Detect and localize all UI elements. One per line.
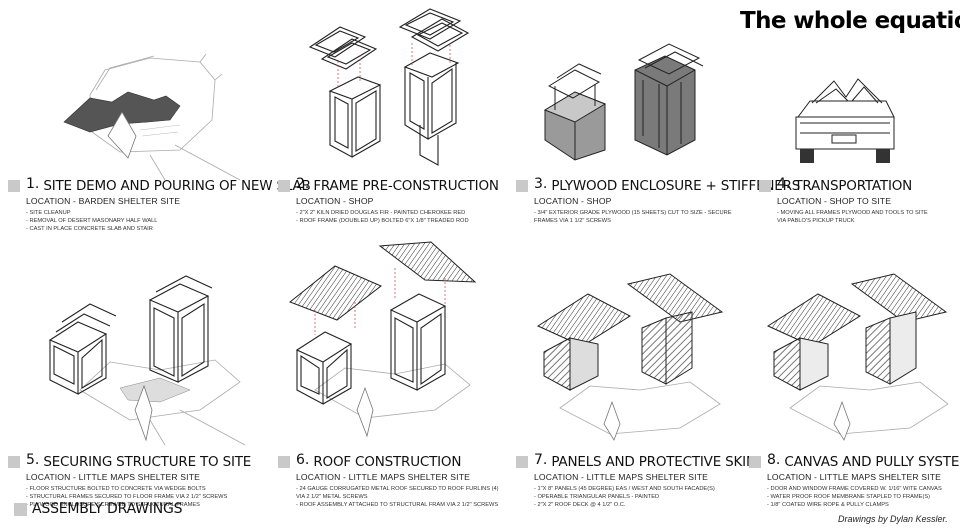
step-note: - 24 GAUGE CORRUGATED METAL ROOF SECURED… xyxy=(296,486,499,492)
site-demo-drawing xyxy=(63,53,241,181)
step-note: - 1"x 8" PANELS (45 DEGREE) EAS / WEST A… xyxy=(534,486,715,492)
drawing-credit: Drawings by Dylan Kessler. xyxy=(838,514,948,524)
step-note: - 2"x 2" ROOF DECK @ 4 1/2" O.C. xyxy=(534,502,626,509)
step-note: - 3/4" EXTERIOR GRADE PLYWOOD (15 SHEETS… xyxy=(534,210,732,216)
step-marker xyxy=(749,456,761,468)
assembly-drawings-label: ASSEMBLY DRAWINGS xyxy=(14,501,183,517)
step-number: 2. xyxy=(296,176,310,192)
step-notes: - SITE CLEANUP - REMOVAL OF DESERT MASON… xyxy=(26,209,240,234)
step-4: 4. TRANSPORTATION LOCATION - SHOP TO SIT… xyxy=(759,176,954,225)
step-note: VIA 2 1/2" METAL SCREWS xyxy=(296,494,368,501)
step-number: 4. xyxy=(777,176,791,192)
step-notes: - DOOR AND WINDOW FRAME COVERED W. 1/16"… xyxy=(767,485,954,510)
step-note: - OPERABLE TRIANGULAR PANELS - PAINTED xyxy=(534,494,660,501)
step-2: 2. FRAME PRE-CONSTRUCTION LOCATION - SHO… xyxy=(278,176,510,225)
footer-marker xyxy=(14,502,27,516)
step-notes: - 2"x 2" KILN DRIED DOUGLAS FIR - PAINTE… xyxy=(296,209,510,225)
step-note: - WATER PROOF ROOF MEMBRANE STAPLED TO F… xyxy=(767,494,931,501)
step-note: - DOOR AND WINDOW FRAME COVERED W. 1/16"… xyxy=(767,486,942,492)
roof-construction-drawing xyxy=(289,241,477,438)
step-title: ROOF CONSTRUCTION xyxy=(313,454,462,470)
step-notes: - 3/4" EXTERIOR GRADE PLYWOOD (15 SHEETS… xyxy=(534,209,748,225)
step-location: LOCATION - SHOP TO SITE xyxy=(777,196,892,206)
step-number: 1. xyxy=(26,176,40,192)
step-location: LOCATION - LITTLE MAPS SHELTER SITE xyxy=(534,472,708,482)
page-title: The whole equation. xyxy=(740,8,960,34)
step-note: - ROOF FRAME (DOUBLED UP) BOLTED 6"x 1/8… xyxy=(296,218,469,225)
step-note: - 2"x 2" KILN DRIED DOUGLAS FIR - PAINTE… xyxy=(296,210,466,216)
step-location: LOCATION - SHOP xyxy=(296,196,374,206)
step-title: PANELS AND PROTECTIVE SKIN xyxy=(551,454,756,470)
footer-title: ASSEMBLY DRAWINGS xyxy=(32,501,183,517)
step-title: PLYWOOD ENCLOSURE + STIFFENERS xyxy=(551,178,801,194)
step-notes: - FLOOR STRUCTURE BOLTED TO CONCRETE VIA… xyxy=(26,485,240,510)
step-5: 5. SECURING STRUCTURE TO SITE LOCATION -… xyxy=(8,452,251,510)
step-note: - PLYWOOD ENCLOSURE SCREWED TO STRUCTURA… xyxy=(26,502,200,509)
step-note: - CAST IN PLACE CONCRETE SLAB AND STAIR xyxy=(26,226,153,233)
securing-structure-drawing xyxy=(48,275,246,446)
step-location: LOCATION - BARDEN SHELTER SITE xyxy=(26,196,181,206)
step-notes: - 1"x 8" PANELS (45 DEGREE) EAS / WEST A… xyxy=(534,485,748,510)
step-title: CANVAS AND PULLY SYSTEM xyxy=(784,454,960,470)
step-note: FRAMES VIA 1 1/2" SCREWS xyxy=(534,218,611,225)
step-location: LOCATION - LITTLE MAPS SHELTER SITE xyxy=(26,472,200,482)
step-number: 6. xyxy=(296,452,310,468)
step-title: TRANSPORTATION xyxy=(794,178,913,194)
step-marker xyxy=(278,180,290,192)
step-marker xyxy=(759,180,771,192)
step-number: 5. xyxy=(26,452,40,468)
step-note: - 1/8" COATED WIRE ROPE & PULLY CLAMPS xyxy=(767,502,889,509)
step-1: 1. SITE DEMO AND POURING OF NEW SLAB LOC… xyxy=(8,176,311,234)
step-location: LOCATION - LITTLE MAPS SHELTER SITE xyxy=(767,472,941,482)
transportation-truck-drawing xyxy=(795,78,895,163)
step-marker xyxy=(516,180,528,192)
step-location: LOCATION - LITTLE MAPS SHELTER SITE xyxy=(296,472,470,482)
step-note: VIA PABLO'S PICKUP TRUCK xyxy=(777,218,855,225)
step-notes: - MOVING ALL FRAMES PLYWOOD AND TOOLS TO… xyxy=(777,209,954,225)
step-7: 7. PANELS AND PROTECTIVE SKIN LOCATION -… xyxy=(516,452,756,510)
step-notes: - 24 GAUGE CORRUGATED METAL ROOF SECURED… xyxy=(296,485,510,510)
step-note: - STRUCTURAL FRAMES SECURED TO FLOOR FRA… xyxy=(26,494,228,501)
step-title: FRAME PRE-CONSTRUCTION xyxy=(313,178,499,194)
step-title: SITE DEMO AND POURING OF NEW SLAB xyxy=(43,178,311,194)
step-marker xyxy=(8,456,20,468)
step-note: - FLOOR STRUCTURE BOLTED TO CONCRETE VIA… xyxy=(26,486,206,492)
plywood-enclosure-drawing xyxy=(543,43,704,161)
step-marker xyxy=(278,456,290,468)
step-3: 3. PLYWOOD ENCLOSURE + STIFFENERS LOCATI… xyxy=(516,176,800,225)
step-note: - MOVING ALL FRAMES PLYWOOD AND TOOLS TO… xyxy=(777,210,928,216)
step-8: 8. CANVAS AND PULLY SYSTEM LOCATION - LI… xyxy=(749,452,960,510)
canvas-pully-drawing xyxy=(766,273,949,441)
panels-skin-drawing xyxy=(536,273,724,441)
step-marker xyxy=(8,180,20,192)
step-number: 7. xyxy=(534,452,548,468)
step-number: 3. xyxy=(534,176,548,192)
step-location: LOCATION - SHOP xyxy=(534,196,612,206)
step-number: 8. xyxy=(767,452,781,468)
step-note: - SITE CLEANUP xyxy=(26,210,71,216)
step-note: - ROOF ASSEMBLY ATTACHED TO STRUCTURAL F… xyxy=(296,502,499,509)
step-note: - REMOVAL OF DESERT MASONARY HALF WALL xyxy=(26,218,158,225)
step-marker xyxy=(516,456,528,468)
step-title: SECURING STRUCTURE TO SITE xyxy=(43,454,252,470)
step-6: 6. ROOF CONSTRUCTION LOCATION - LITTLE M… xyxy=(278,452,510,510)
frame-preconstruction-drawing xyxy=(308,8,470,166)
